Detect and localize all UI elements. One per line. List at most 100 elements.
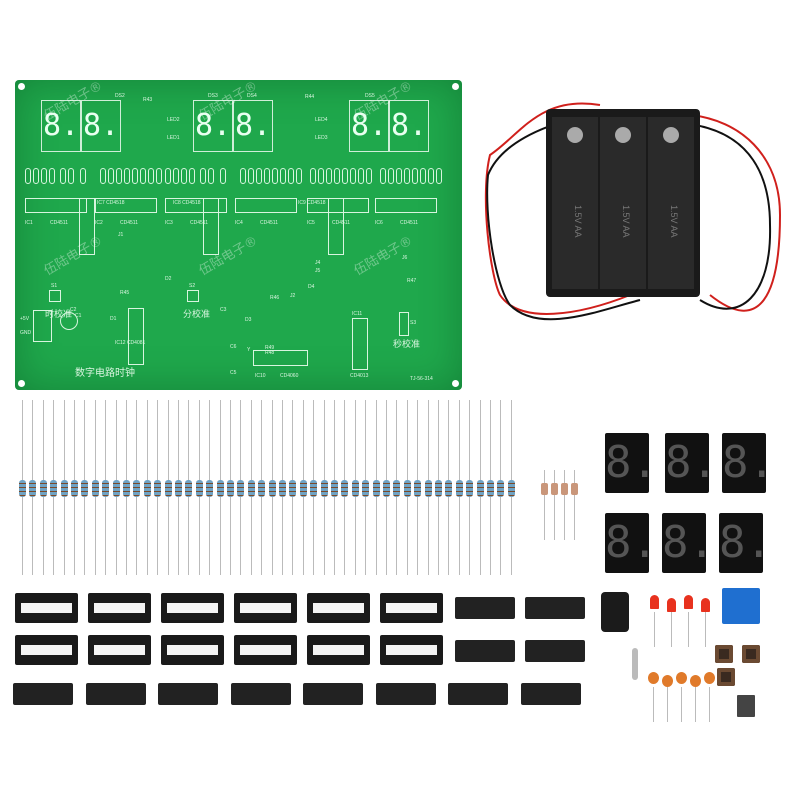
ic-outline — [25, 198, 87, 213]
electrolytic-capacitor — [601, 592, 629, 632]
resistor-pad-outline — [189, 168, 195, 184]
seven-segment-display: 8. — [662, 513, 715, 573]
tact-button — [717, 668, 735, 686]
ic-label: IC1 — [25, 220, 33, 226]
resistor — [175, 400, 182, 575]
resistor — [91, 400, 99, 575]
resistor-pad-outline — [240, 168, 246, 184]
resistor — [435, 400, 442, 575]
label-s3: S3 — [410, 320, 417, 326]
resistor — [393, 400, 401, 575]
ic-part-label: CD4511 — [400, 220, 418, 226]
ic-label: IC5 — [307, 220, 315, 226]
component-label: R49 — [265, 345, 275, 351]
label-min-adjust: 分校准 — [183, 310, 211, 320]
resistor-pad-outline — [148, 168, 154, 184]
label-ds5: DS5 — [365, 93, 375, 99]
label-ic10-part: CD4060 — [280, 373, 299, 379]
resistor — [310, 400, 318, 575]
ic8-outline — [203, 198, 219, 255]
resistor-pad-outline — [132, 168, 138, 184]
red-wire — [484, 102, 631, 315]
diode — [561, 483, 568, 495]
resistor-pad-outline — [68, 168, 74, 184]
resistor — [237, 400, 245, 575]
resistor-pad-outline — [181, 168, 187, 184]
label-ds4: DS4 — [247, 93, 257, 99]
resistor-pad-outline — [396, 168, 402, 184]
ic-socket — [161, 593, 224, 623]
resistor — [133, 400, 141, 575]
ic-label: IC3 — [165, 220, 173, 226]
ic-chip — [303, 683, 363, 705]
resistor-pad-outline — [404, 168, 410, 184]
resistor-pad-outline — [272, 168, 278, 184]
ic9-outline — [328, 198, 344, 255]
resistor — [71, 400, 78, 575]
resistor-pad-outline — [220, 168, 226, 184]
diode-lead — [554, 470, 555, 540]
label-ic11-part: CD4013 — [350, 373, 369, 379]
diode — [551, 483, 558, 495]
resistor-pad-outline — [165, 168, 171, 184]
component-label: J4 — [315, 260, 321, 266]
ic-chip — [520, 683, 581, 705]
resistor-pad-outline — [60, 168, 66, 184]
resistor — [112, 400, 120, 575]
component-label: LED1 — [167, 135, 180, 141]
seven-segment-display: 8. — [665, 433, 718, 493]
component-label: C5 — [230, 370, 237, 376]
spring-contact — [567, 127, 583, 143]
resistor-pad-outline — [156, 168, 162, 184]
resistor-pad-outline — [41, 168, 47, 184]
s3-outline — [399, 312, 409, 336]
label-ds2: DS2 — [115, 93, 125, 99]
seven-segment-display: 8. — [605, 513, 658, 573]
resistor — [164, 400, 172, 575]
resistor-pad-outline — [326, 168, 332, 184]
component-label: D1 — [110, 316, 117, 322]
resistor — [50, 400, 58, 575]
resistor-pad-outline — [366, 168, 372, 184]
resistor — [372, 400, 380, 575]
component-label: R43 — [143, 97, 153, 103]
resistor — [143, 400, 151, 575]
resistor-pad-outline — [380, 168, 386, 184]
led-lead — [705, 612, 706, 647]
resistor — [268, 400, 276, 575]
label-sec-adjust: 秒校准 — [393, 340, 421, 350]
resistor-pad-outline — [350, 168, 356, 184]
resistor — [258, 400, 266, 575]
resistor-pad-outline — [318, 168, 324, 184]
resistor — [289, 400, 297, 575]
resistor — [466, 400, 474, 575]
label-gnd: GND — [20, 330, 32, 336]
resistor — [351, 400, 359, 575]
resistor — [424, 400, 432, 575]
resistor — [279, 400, 286, 575]
capacitor-lead — [709, 687, 710, 722]
resistor-pad-outline — [288, 168, 294, 184]
label-ic7: IC7 CD4518 — [97, 200, 125, 206]
resistor-pad-outline — [334, 168, 340, 184]
red-led — [650, 595, 659, 609]
resistor-pad-outline — [296, 168, 302, 184]
ic-chip — [455, 640, 515, 662]
resistor — [216, 400, 224, 575]
label-ic10: IC10 — [255, 373, 266, 379]
watermark: 伍陆电子® — [41, 233, 106, 279]
resistor-pad-outline — [248, 168, 254, 184]
resistor — [487, 400, 494, 575]
ic-part-label: CD4511 — [190, 220, 208, 226]
component-label: R44 — [305, 94, 315, 100]
seven-seg-footprint: 8. — [41, 100, 81, 152]
led-lead — [688, 612, 689, 647]
component-label: LED4 — [315, 117, 328, 123]
label-ic11: IC11 — [352, 311, 363, 317]
resistor-pad-outline — [388, 168, 394, 184]
ic-socket — [88, 593, 151, 623]
resistor-pad-outline — [116, 168, 122, 184]
component-label: J6 — [402, 255, 408, 261]
resistor — [331, 400, 338, 575]
resistor-pad-outline — [310, 168, 316, 184]
